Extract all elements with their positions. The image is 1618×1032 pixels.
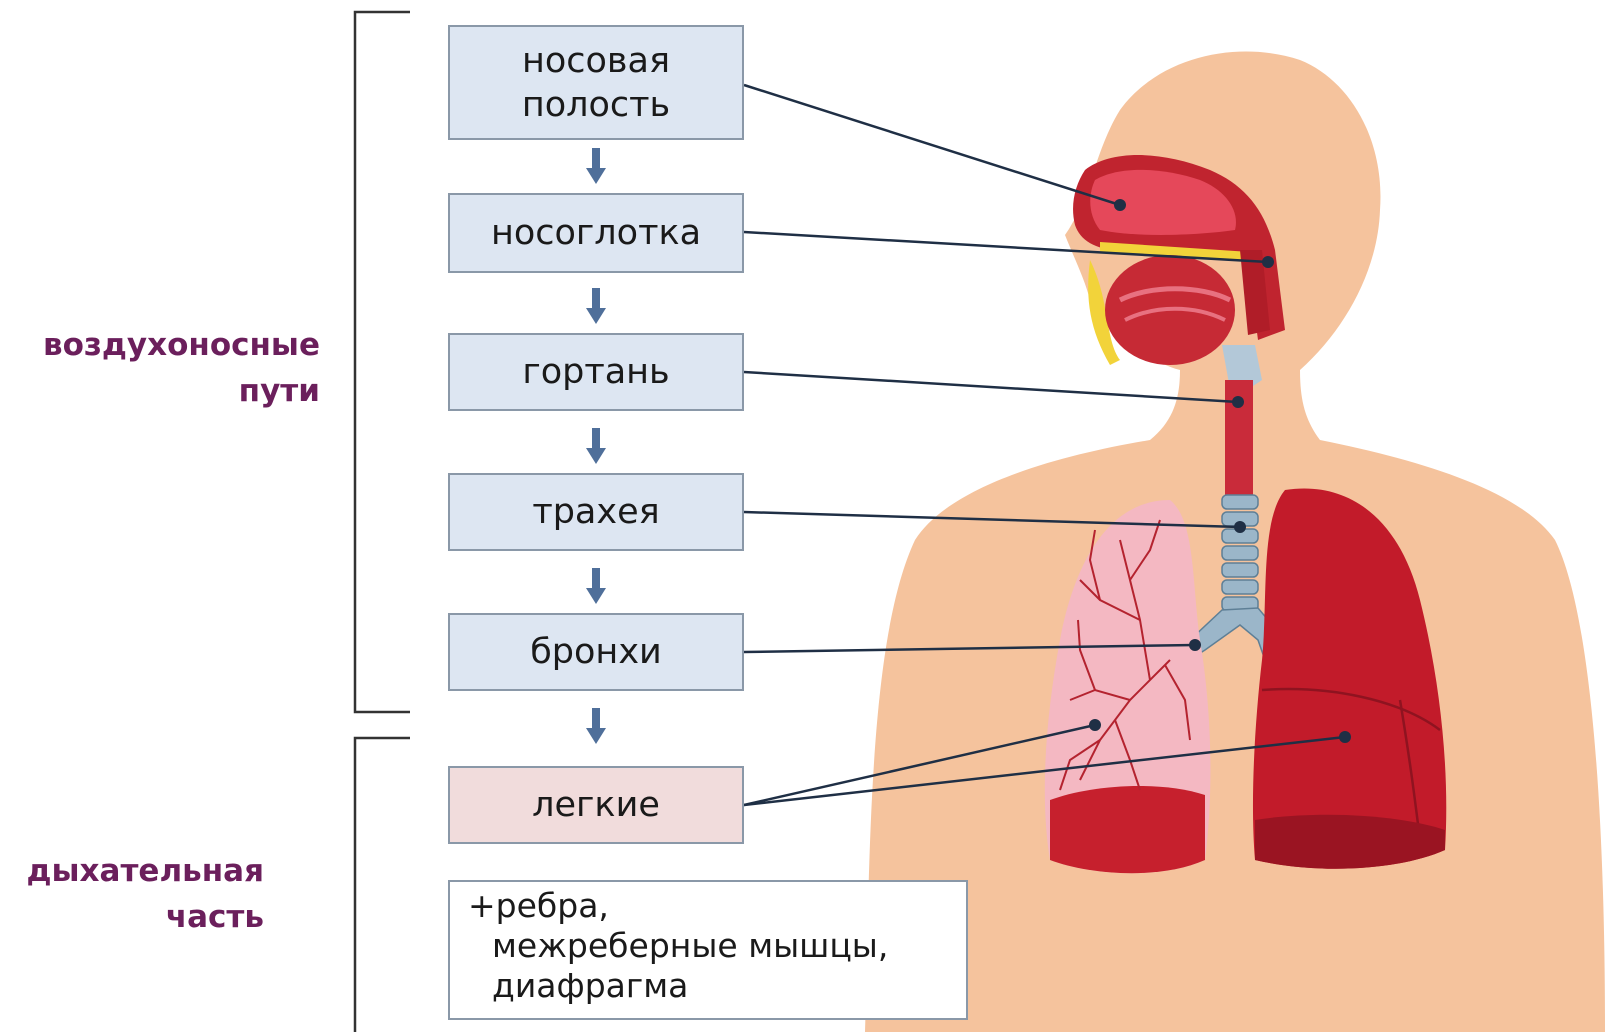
airways-group-label: воздухоносные пути (0, 322, 320, 422)
arrow-down-icon (586, 568, 606, 604)
trachea-box: трахея (448, 473, 744, 551)
larynx-label: гортань (522, 350, 669, 394)
arrow-down-icon (586, 708, 606, 744)
lungs-label: легкие (532, 783, 660, 827)
arrow-down-icon (586, 288, 606, 324)
nasal-cavity-box: носовая полость (448, 25, 744, 140)
nasopharynx-box: носоглотка (448, 193, 744, 273)
note-line-intercostal-muscles: межреберные мышцы, (468, 926, 966, 966)
respiratory-bracket (355, 738, 410, 1032)
airways-label-line2: пути (239, 368, 320, 414)
airways-bracket (355, 12, 410, 712)
airways-label-line1: воздухоносные (43, 322, 320, 368)
larynx-box: гортань (448, 333, 744, 411)
respiratory-label-line2: часть (166, 894, 264, 940)
note-line-ribs: +ребра, (468, 886, 966, 926)
arrow-down-icon (586, 428, 606, 464)
trachea-label: трахея (532, 490, 659, 534)
arrow-down-icon (586, 148, 606, 184)
respiratory-label-line1: дыхательная (26, 848, 264, 894)
respiratory-group-label: дыхательная часть (0, 848, 264, 948)
nasopharynx-label: носоглотка (491, 211, 701, 255)
note-line-diaphragm: диафрагма (468, 966, 966, 1006)
bronchi-box: бронхи (448, 613, 744, 691)
additional-structures-note: +ребра, межреберные мышцы, диафрагма (448, 880, 968, 1020)
nasal-cavity-label: носовая полость (522, 39, 670, 127)
lungs-box: легкие (448, 766, 744, 844)
bronchi-label: бронхи (530, 630, 662, 674)
